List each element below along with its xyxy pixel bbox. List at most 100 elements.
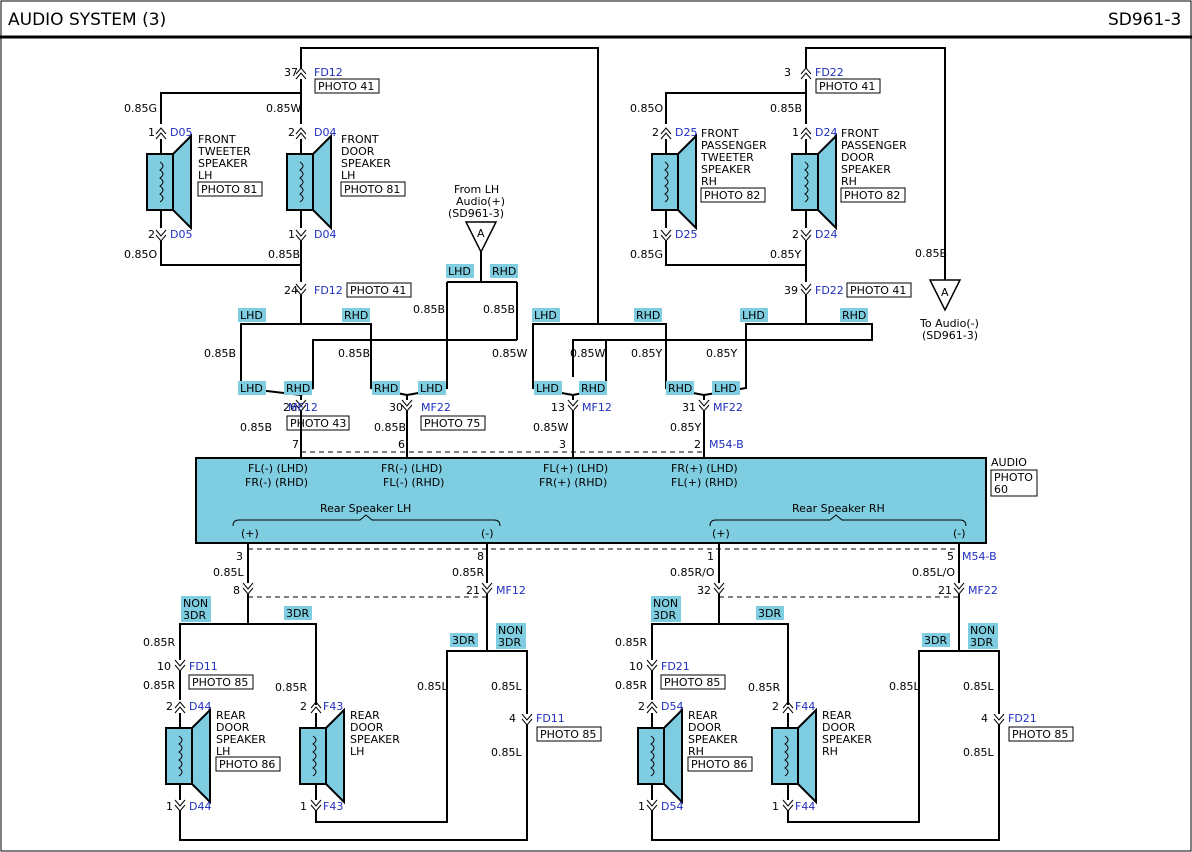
svg-text:D44: D44 [189,700,211,713]
svg-text:PASSENGER: PASSENGER [701,139,767,152]
audio-unit: FL(-) (LHD) FR(-) (RHD) FR(-) (LHD) FL(-… [195,457,987,544]
svg-text:1: 1 [166,800,173,813]
svg-text:2: 2 [166,700,173,713]
svg-text:0.85W: 0.85W [533,421,568,434]
svg-text:PHOTO 85: PHOTO 85 [540,728,596,741]
svg-text:39: 39 [784,284,798,297]
svg-text:D24: D24 [815,228,837,241]
to-audio-minus-ref: A To Audio(-) (SD961-3) [919,279,979,342]
svg-text:MF22: MF22 [713,401,743,414]
svg-text:RHD: RHD [344,309,368,322]
svg-text:SPEAKER: SPEAKER [841,163,891,176]
svg-text:PHOTO 81: PHOTO 81 [201,183,257,196]
svg-text:2: 2 [652,126,659,139]
svg-text:FD12: FD12 [314,284,343,297]
svg-text:1: 1 [707,550,714,563]
svg-text:PHOTO 85: PHOTO 85 [1012,728,1068,741]
svg-text:0.85Y: 0.85Y [770,248,801,261]
svg-text:FD22: FD22 [815,284,844,297]
svg-text:NON: NON [498,624,523,637]
svg-text:PHOTO 43: PHOTO 43 [290,417,346,430]
svg-text:SPEAKER: SPEAKER [216,733,266,746]
svg-text:RHD: RHD [374,382,398,395]
svg-text:2: 2 [300,700,307,713]
svg-text:MF12: MF12 [288,401,318,414]
svg-text:Rear Speaker RH: Rear Speaker RH [792,502,885,515]
svg-text:(+): (+) [241,527,259,540]
svg-text:0.85B: 0.85B [483,303,515,316]
svg-text:FD11: FD11 [189,660,218,673]
svg-text:0.85R: 0.85R [143,679,175,692]
svg-text:0.85G: 0.85G [630,248,663,261]
svg-text:1: 1 [288,228,295,241]
svg-text:37: 37 [284,66,298,79]
svg-text:PHOTO 41: PHOTO 41 [819,80,875,93]
connector-mf12-lower: 8 21 MF12 [233,582,526,597]
svg-text:SPEAKER: SPEAKER [350,733,400,746]
svg-text:0.85O: 0.85O [124,248,157,261]
svg-text:0.85L: 0.85L [417,680,448,693]
svg-text:(SD961-3): (SD961-3) [448,207,504,220]
svg-text:0.85Y: 0.85Y [631,347,662,360]
svg-text:LHD: LHD [448,265,471,278]
svg-text:LHD: LHD [420,382,443,395]
svg-text:LH: LH [198,169,212,182]
svg-text:0.85R: 0.85R [615,679,647,692]
svg-text:FD21: FD21 [661,660,690,673]
svg-text:32: 32 [697,584,711,597]
svg-text:0.85R: 0.85R [615,636,647,649]
svg-text:F44: F44 [795,800,815,813]
svg-text:D05: D05 [170,126,192,139]
svg-text:Audio(+): Audio(+) [456,195,505,208]
svg-text:SPEAKER: SPEAKER [688,733,738,746]
svg-text:TWEETER: TWEETER [700,151,754,164]
page-code: SD961-3 [1108,10,1181,30]
svg-text:FRONT: FRONT [341,133,379,146]
svg-text:0.85W: 0.85W [570,347,605,360]
svg-text:0.85B: 0.85B [413,303,445,316]
svg-text:0.85B: 0.85B [770,102,802,115]
connector-mf22-lower: 32 21 MF22 [697,582,998,597]
svg-text:DOOR: DOOR [216,721,250,734]
svg-text:PHOTO 75: PHOTO 75 [424,417,480,430]
svg-text:FD12: FD12 [314,66,343,79]
svg-text:0.85L: 0.85L [491,680,522,693]
svg-text:LHD: LHD [714,382,737,395]
svg-text:RHD: RHD [668,382,692,395]
svg-text:10: 10 [157,660,171,673]
svg-text:3: 3 [559,438,566,451]
svg-text:FD11: FD11 [536,712,565,725]
svg-text:FD21: FD21 [1008,712,1037,725]
svg-text:24: 24 [284,284,298,297]
svg-text:2: 2 [148,228,155,241]
svg-text:MF22: MF22 [968,584,998,597]
svg-text:To Audio(-): To Audio(-) [919,317,979,330]
audio-label: AUDIO [991,456,1027,469]
svg-text:30: 30 [389,401,403,414]
svg-text:0.85B: 0.85B [268,248,300,261]
svg-text:0.85L: 0.85L [963,746,994,759]
svg-text:0.85B: 0.85B [374,421,406,434]
svg-text:LHD: LHD [240,309,263,322]
svg-text:PHOTO 86: PHOTO 86 [219,758,275,771]
svg-text:D04: D04 [314,126,336,139]
svg-text:PHOTO 82: PHOTO 82 [704,189,760,202]
svg-text:7: 7 [292,438,299,451]
svg-text:F43: F43 [323,700,343,713]
svg-text:FRONT: FRONT [701,127,739,140]
svg-text:0.85L: 0.85L [491,746,522,759]
svg-text:M54-B: M54-B [962,550,997,563]
svg-text:2: 2 [792,228,799,241]
svg-text:PHOTO 41: PHOTO 41 [318,80,374,93]
svg-text:FRONT: FRONT [198,133,236,146]
svg-text:MF12: MF12 [496,584,526,597]
svg-text:LHD: LHD [742,309,765,322]
svg-text:2: 2 [288,126,295,139]
svg-text:1: 1 [652,228,659,241]
svg-text:10: 10 [629,660,643,673]
